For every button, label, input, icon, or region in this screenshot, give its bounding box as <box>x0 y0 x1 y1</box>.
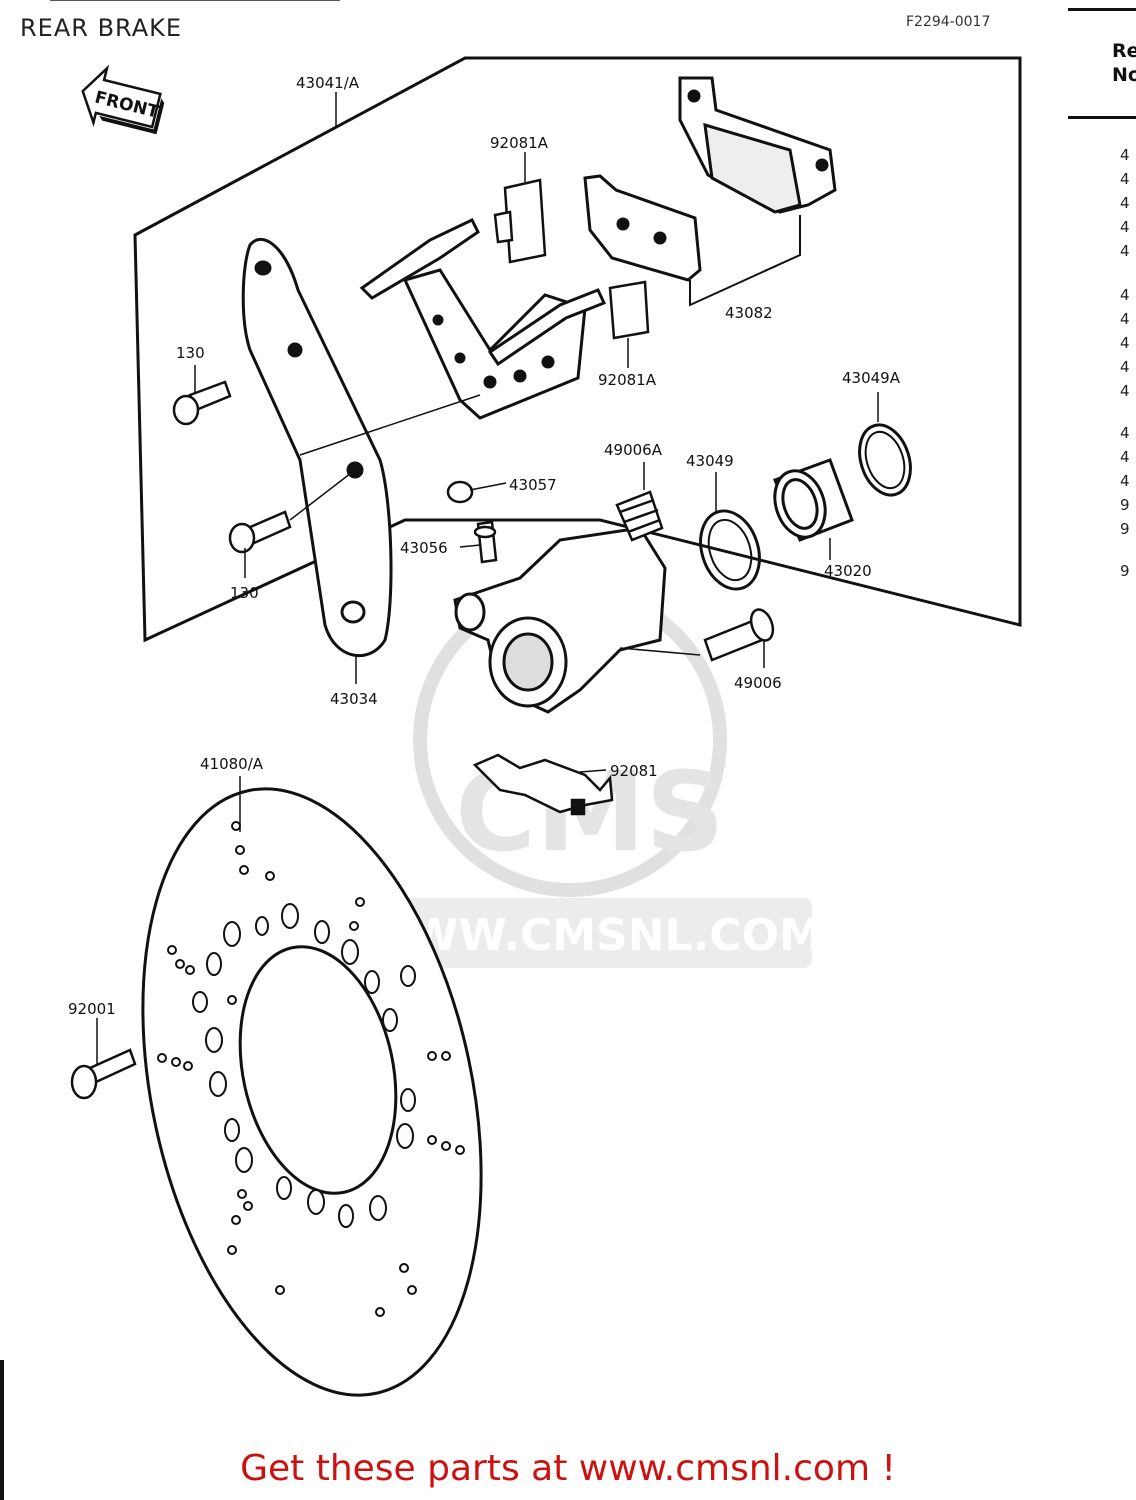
ref-fragment: 4 <box>1120 448 1130 466</box>
header-rule <box>50 0 340 1</box>
pad-spring-bottom <box>472 753 614 816</box>
page-edge-marker <box>0 1360 4 1500</box>
ref-fragment: 4 <box>1120 242 1130 260</box>
dust-seal <box>858 423 912 497</box>
brake-disc <box>141 787 483 1397</box>
caliper-assembly-outline <box>133 56 1022 643</box>
support-hole <box>541 355 555 369</box>
label-92081A-top: 92081A <box>490 134 549 152</box>
ref-column-mid-rule <box>1068 116 1136 119</box>
reference-column: Re No 4 4 4 4 4 4 4 4 4 4 4 4 4 9 9 9 <box>1068 0 1136 600</box>
ref-fragment: 4 <box>1120 472 1130 490</box>
support-hole <box>432 314 444 326</box>
brake-pad-outer <box>678 76 837 214</box>
ref-fragment: 4 <box>1120 310 1130 328</box>
ref-fragment: 4 <box>1120 146 1130 164</box>
front-arrow-shape <box>81 64 162 129</box>
caliper-body <box>453 526 667 714</box>
leader-49006-axis <box>619 647 701 656</box>
disc-drill-holes <box>157 821 465 1317</box>
label-92001: 92001 <box>68 1000 116 1018</box>
label-49006: 49006 <box>734 674 782 692</box>
slide-pin-upper <box>359 218 480 300</box>
ref-fragment: 4 <box>1120 358 1130 376</box>
page-title: REAR BRAKE <box>20 14 183 42</box>
support-hole <box>483 375 497 389</box>
ref-fragment: 9 <box>1120 496 1130 514</box>
ref-fragment: 4 <box>1120 382 1130 400</box>
exploded-parts-diagram: CMS WWW.CMSNL.COM FRONT <box>68 56 1022 1397</box>
axis-line <box>289 469 356 521</box>
watermark: CMS WWW.CMSNL.COM <box>361 583 823 968</box>
ref-fragment: 4 <box>1120 218 1130 236</box>
shop-call-to-action[interactable]: Get these parts at www.cmsnl.com ! <box>240 1448 896 1489</box>
label-43049A: 43049A <box>842 369 901 387</box>
slide-pin-lower <box>487 288 607 367</box>
label-49006A: 49006A <box>604 441 663 459</box>
label-43057: 43057 <box>509 476 557 494</box>
ref-fragment: 4 <box>1120 286 1130 304</box>
bracket-hole <box>340 600 366 624</box>
disc-mounting-bolt <box>70 1048 137 1100</box>
caliper-bracket <box>241 238 393 657</box>
ref-column-top-rule <box>1068 8 1136 11</box>
label-43041A: 43041/A <box>296 74 360 92</box>
ref-fragment: 9 <box>1120 520 1130 538</box>
figure-code: F2294-0017 <box>906 14 991 30</box>
disc-center-bore <box>238 945 398 1195</box>
dust-seal-inner <box>864 430 906 490</box>
watermark-url: WWW.CMSNL.COM <box>361 910 823 961</box>
bracket-bolt-upper <box>172 380 232 426</box>
label-43082: 43082 <box>725 304 773 322</box>
bracket-hole <box>287 342 303 358</box>
bleeder-cap <box>446 480 474 504</box>
piston-seal-inner <box>707 518 753 582</box>
front-arrow-shadow <box>99 98 165 135</box>
support-hole <box>454 352 466 364</box>
ref-fragment: 4 <box>1120 334 1130 352</box>
caliper-logo-disc <box>502 632 554 692</box>
bleeder-valve <box>473 520 498 564</box>
pad-spring-lower <box>608 280 650 340</box>
leader-lines <box>96 92 879 1064</box>
ref-fragment: 4 <box>1120 424 1130 442</box>
label-43056: 43056 <box>400 539 448 557</box>
ref-fragment: 9 <box>1120 562 1130 580</box>
brake-pad-inner <box>583 174 702 282</box>
pad-spring-upper <box>493 178 547 264</box>
ref-column-heading-2: No <box>1112 64 1136 86</box>
label-43034: 43034 <box>330 690 378 708</box>
caliper-support <box>359 218 607 420</box>
piston <box>773 458 854 542</box>
pin-boot <box>615 490 664 542</box>
ref-fragment: 4 <box>1120 170 1130 188</box>
caliper-pin-bolt <box>703 608 775 662</box>
front-arrow: FRONT <box>81 64 165 135</box>
bracket-bolt-lower <box>228 510 292 554</box>
leader-43082 <box>689 215 801 307</box>
label-92081A-mid: 92081A <box>598 371 657 389</box>
watermark-band <box>372 898 812 968</box>
label-43020: 43020 <box>824 562 872 580</box>
ref-fragment: 4 <box>1120 194 1130 212</box>
bracket-hole <box>254 260 272 276</box>
ref-column-heading-1: Re <box>1112 40 1136 62</box>
bracket-body <box>241 238 393 657</box>
axis-line <box>299 394 481 456</box>
piston-seal <box>699 509 761 591</box>
label-92081: 92081 <box>610 762 658 780</box>
label-130-bottom: 130 <box>230 584 259 602</box>
label-43049: 43049 <box>686 452 734 470</box>
part-labels: 43041/A 92081A 43082 92081A 43049A 130 4… <box>68 74 901 1018</box>
label-130-top: 130 <box>176 344 205 362</box>
support-plate <box>402 268 587 420</box>
support-hole <box>513 369 527 383</box>
label-41080A: 41080/A <box>200 755 264 773</box>
